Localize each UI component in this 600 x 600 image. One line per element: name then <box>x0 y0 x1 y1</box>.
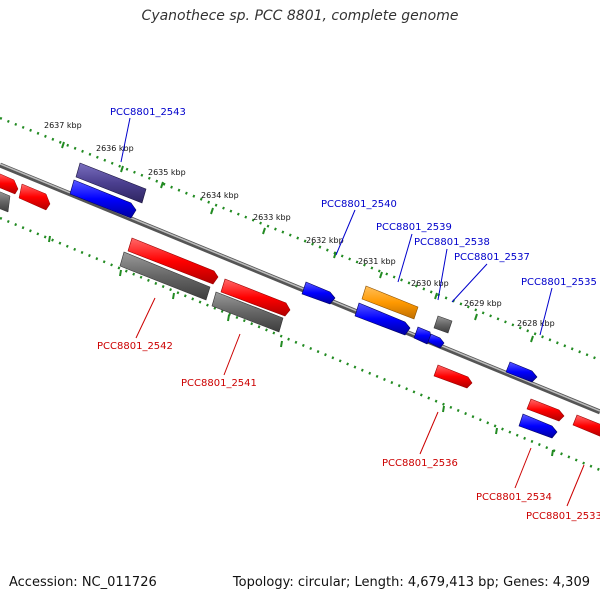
locus-label[interactable]: PCC8801_2534 <box>476 492 552 503</box>
locus-label[interactable]: PCC8801_2533 <box>526 511 600 522</box>
locus-labels-bottom: PCC8801_2542 PCC8801_2541 PCC8801_2536 P… <box>97 341 600 522</box>
gene-highlight[interactable] <box>361 285 419 320</box>
locus-label[interactable]: PCC8801_2538 <box>414 237 490 248</box>
outer-ticks <box>61 141 534 343</box>
locus-label[interactable]: PCC8801_2535 <box>521 277 597 288</box>
kbp-label: 2634 kbp <box>201 191 239 200</box>
leader-lines <box>120 117 585 507</box>
gene-selected[interactable] <box>75 162 147 204</box>
locus-label[interactable]: PCC8801_2541 <box>181 378 257 389</box>
gene-red[interactable] <box>526 398 565 422</box>
gene-red[interactable] <box>127 237 219 285</box>
locus-label[interactable]: PCC8801_2542 <box>97 341 173 352</box>
kbp-label: 2633 kbp <box>253 213 291 222</box>
gene-blue[interactable] <box>518 413 558 439</box>
kbp-label: 2629 kbp <box>464 299 502 308</box>
gene-red[interactable] <box>433 364 473 389</box>
genome-summary-text: Topology: circular; Length: 4,679,413 bp… <box>232 575 590 590</box>
gene-gray[interactable] <box>211 291 284 333</box>
gene-red[interactable] <box>18 183 51 211</box>
kbp-labels: 2637 kbp 2636 kbp 2635 kbp 2634 kbp 2633… <box>44 121 555 328</box>
gene-blue[interactable] <box>69 179 137 219</box>
outer-scale-line <box>0 116 600 362</box>
kbp-label: 2635 kbp <box>148 168 186 177</box>
gene-blue[interactable] <box>301 281 336 305</box>
genome-backbone <box>0 162 600 415</box>
kbp-label: 2637 kbp <box>44 121 82 130</box>
gene-blue[interactable] <box>354 302 411 336</box>
locus-label[interactable]: PCC8801_2536 <box>382 458 458 469</box>
gene-gray[interactable] <box>119 251 211 301</box>
gene-blue[interactable] <box>427 333 445 349</box>
kbp-label: 2632 kbp <box>306 236 344 245</box>
gene-gray[interactable] <box>433 315 453 334</box>
gene-gray[interactable] <box>0 191 11 213</box>
locus-label[interactable]: PCC8801_2537 <box>454 252 530 263</box>
locus-label[interactable]: PCC8801_2543 <box>110 107 186 118</box>
inner-ticks <box>48 235 554 457</box>
kbp-label: 2636 kbp <box>96 144 134 153</box>
gene-red[interactable] <box>0 173 19 195</box>
map-title: Cyanothece sp. PCC 8801, complete genome <box>141 8 459 24</box>
accession-text: Accession: NC_011726 <box>9 575 157 590</box>
gene-red[interactable] <box>220 278 291 317</box>
kbp-label: 2628 kbp <box>517 319 555 328</box>
locus-label[interactable]: PCC8801_2539 <box>376 222 452 233</box>
gene-blue[interactable] <box>505 361 538 383</box>
locus-label[interactable]: PCC8801_2540 <box>321 199 397 210</box>
gene-red[interactable] <box>572 414 600 437</box>
kbp-label: 2631 kbp <box>358 257 396 266</box>
gene-features[interactable] <box>0 162 600 439</box>
kbp-label: 2630 kbp <box>411 279 449 288</box>
locus-labels-top: PCC8801_2543 PCC8801_2540 PCC8801_2539 P… <box>110 107 597 288</box>
